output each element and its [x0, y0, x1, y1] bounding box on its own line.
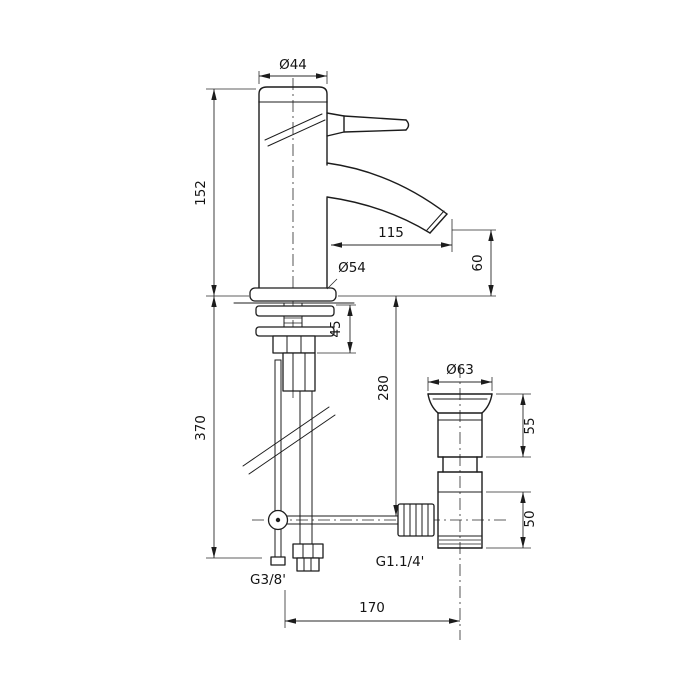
dim-label-deck-thickness: 45: [328, 320, 344, 337]
metal-washer: [255, 326, 335, 337]
base-mounting: [233, 287, 355, 392]
dim-label-waste-flange-diameter: Ø63: [446, 362, 474, 378]
dim-label-spout-reach: 115: [378, 225, 404, 241]
linkage-rod: [286, 515, 400, 525]
dim-label-total-depth: 370: [193, 415, 209, 441]
waste-drain: [397, 393, 493, 549]
hose-connector-block: [282, 352, 316, 392]
dim-label-waste-thread: G1.1/4': [376, 554, 425, 570]
rod-and-hose: [242, 359, 336, 572]
dim-label-base-diameter: Ø54: [338, 260, 366, 276]
gasket-washer: [255, 305, 335, 317]
dim-label-depth-to-linkage: 280: [376, 375, 392, 401]
mounting-nut: [272, 335, 316, 354]
dim-label-waste-upper-height: 55: [522, 417, 538, 434]
supply-fitting-nut: [292, 543, 324, 559]
break-symbol: [242, 406, 330, 467]
dim-label-center-spacing: 170: [359, 600, 385, 616]
dimension-annotations: Ø44 152 370 115 60 Ø54 45 280 Ø63: [193, 57, 538, 628]
dim-label-body-height: 152: [193, 180, 209, 206]
faucet-outline: [258, 86, 448, 289]
dim-label-waste-lower-height: 50: [522, 510, 538, 527]
dim-label-supply-thread: G3/8': [250, 572, 286, 588]
dim-label-spout-height: 60: [470, 254, 486, 271]
dim-label-spout-diameter: Ø44: [279, 57, 307, 73]
